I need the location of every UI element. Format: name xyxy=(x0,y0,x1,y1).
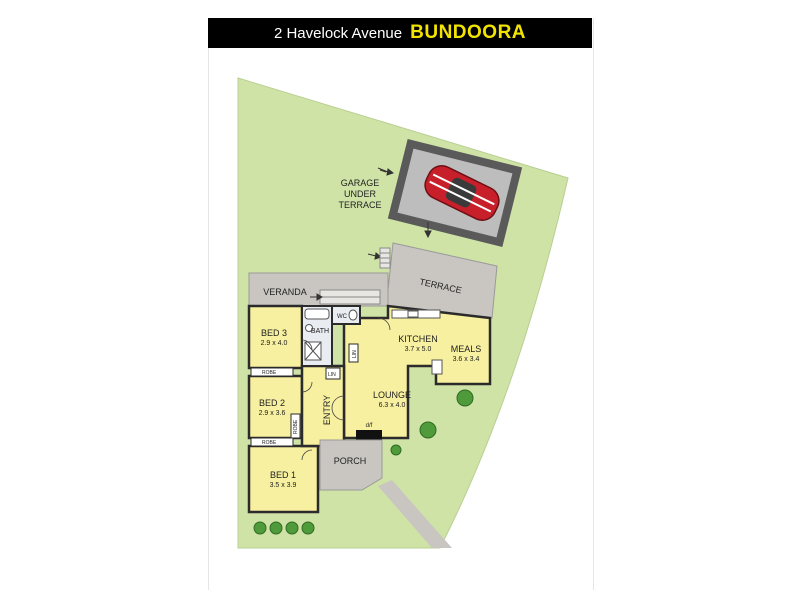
entry-label: ENTRY xyxy=(322,395,332,425)
bed2-robe xyxy=(290,413,301,439)
entry-linen-label: LIN xyxy=(328,372,336,378)
kitchen-dims: 3.7 x 5.0 xyxy=(405,346,432,353)
title-banner: 2 Havelock Avenue BUNDOORA xyxy=(208,18,592,48)
bed1-robe xyxy=(250,437,294,447)
meals-dims: 3.6 x 3.4 xyxy=(453,356,480,363)
toilet xyxy=(348,309,358,321)
garage-label-line-1: GARAGE xyxy=(341,178,380,188)
entry-linen xyxy=(325,367,341,380)
veranda-label: VERANDA xyxy=(263,287,307,297)
door-swings xyxy=(301,317,391,461)
bed2-robe-label: ROBE xyxy=(293,419,299,434)
garage-arrow-icon xyxy=(377,167,432,239)
basin xyxy=(305,324,313,332)
property-suburb: BUNDOORA xyxy=(410,22,527,43)
front-path xyxy=(378,480,452,548)
fireplace-icon xyxy=(356,430,382,440)
kitchen-sink xyxy=(407,310,419,318)
bed3-dims: 2.9 x 4.0 xyxy=(261,340,288,347)
terrace-stairs xyxy=(379,247,391,269)
linen-cupboard xyxy=(348,343,359,363)
porch-area xyxy=(319,439,383,491)
lounge-dims: 6.3 x 4.0 xyxy=(379,402,406,409)
bed1-dims: 3.5 x 3.9 xyxy=(270,482,297,489)
fireplace-label: d/f xyxy=(366,423,373,429)
wc-label: WC xyxy=(337,314,348,320)
bed2-name: BED 2 xyxy=(259,398,285,408)
property-address: 2 Havelock Avenue xyxy=(273,24,403,42)
bed3-robe xyxy=(250,367,294,377)
linen-label: LIN xyxy=(352,350,358,358)
lounge-name: LOUNGE xyxy=(373,390,411,400)
meals-name: MEALS xyxy=(451,344,482,354)
garage-label-line-3: TERRACE xyxy=(338,200,381,210)
bathtub xyxy=(304,308,330,320)
shrub-icons xyxy=(253,389,474,535)
bed3-name: BED 3 xyxy=(261,328,287,338)
bed1-room xyxy=(247,444,320,514)
kitchen-name: KITCHEN xyxy=(398,334,438,344)
veranda-arrow-icon xyxy=(310,293,323,301)
garage-label-line-2: UNDER xyxy=(344,189,377,199)
kitchen-island xyxy=(431,359,443,375)
living-area xyxy=(342,304,492,440)
porch-label: PORCH xyxy=(334,456,367,466)
bed1-name: BED 1 xyxy=(270,470,296,480)
veranda-steps xyxy=(319,289,381,305)
bed1-robe-label: ROBE xyxy=(262,440,277,446)
car-icon xyxy=(424,165,500,221)
bath-label: BATH xyxy=(311,328,329,335)
bed3-robe-label: ROBE xyxy=(262,370,277,376)
bed2-dims: 2.9 x 3.6 xyxy=(259,410,286,417)
